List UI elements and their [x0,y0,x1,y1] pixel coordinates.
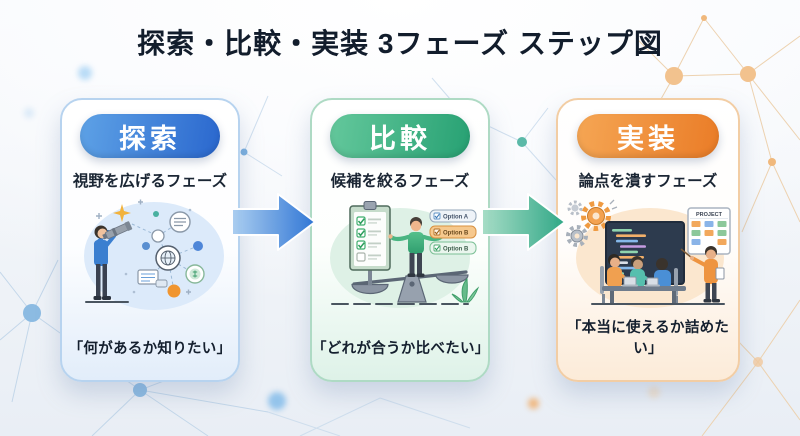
left-pan [351,283,389,295]
observer-person [93,221,133,300]
plant-icon [451,277,480,303]
phase-card-implement: 実装 論点を潰すフェーズ [556,98,740,382]
sparkle-icon [113,204,131,222]
idea-nodes [137,211,205,298]
decorative-dot [648,386,660,398]
implementation-illustration: PROJECT [566,199,731,308]
exploration-illustration [84,199,224,310]
page-title: 探索・比較・実装 3フェーズ ステップ図 [137,28,663,59]
decorative-dot [268,392,286,410]
arrow-compare-to-implement [481,193,566,251]
phase-quote-implement: 「本当に使えるか詰めたい」 [566,320,730,357]
sticky-notes [691,221,727,245]
phase-subtitle-implement: 論点を潰すフェーズ [578,173,718,190]
project-board: PROJECT [687,207,731,255]
phase-quote-explore: 「何があるか知りたい」 [68,341,232,357]
table [602,276,686,291]
phase-header-explore: 探索 [80,114,220,158]
option-b-label: Option B [443,230,469,236]
board-title: PROJECT [696,212,723,218]
phase-label-implement: 実装 [617,123,679,154]
plus-sparkles [96,199,191,295]
face [410,220,422,232]
balance-scale [351,270,469,303]
laptop-icon [646,277,659,286]
option-c-label: Option B [443,246,469,252]
phase-subtitle-compare: 候補を絞るフェーズ [330,173,470,190]
checklist-rows [356,216,381,262]
phase-header-implement: 実装 [576,114,720,158]
phase-card-explore: 探索 視野を広げるフェーズ [60,98,240,382]
right-pan [435,274,469,284]
option-list: Option A Option B Option B [429,209,477,255]
torso [408,232,424,254]
pointer-stick [680,248,693,259]
orange-node [167,284,181,298]
blue-node [193,241,203,251]
telescope-icon [102,221,133,240]
phase-label-explore: 探索 [119,123,181,154]
laptop-icon [623,276,637,286]
presenter-person [680,246,725,303]
checklist-clipboard [349,201,391,271]
phase-quote-compare: 「どれが合うか比べたい」 [312,341,490,357]
decorative-dot [528,398,539,409]
option-a-label: Option A [443,214,469,220]
gears-icon [566,199,618,247]
torso [704,259,718,284]
arrow-explore-to-compare [231,193,316,251]
phase-label-compare: 比較 [369,123,431,154]
orange-network-lines [635,17,800,436]
seated-team [607,254,671,289]
decorative-dot [78,66,92,80]
phase-header-compare: 比較 [330,114,470,158]
phase-subtitle-explore: 視野を広げるフェーズ [72,173,228,190]
decorative-dot [24,108,34,118]
comparison-illustration: Option A Option B Option B [330,201,480,308]
phase-card-compare: 比較 候補を絞るフェーズ [310,98,490,382]
